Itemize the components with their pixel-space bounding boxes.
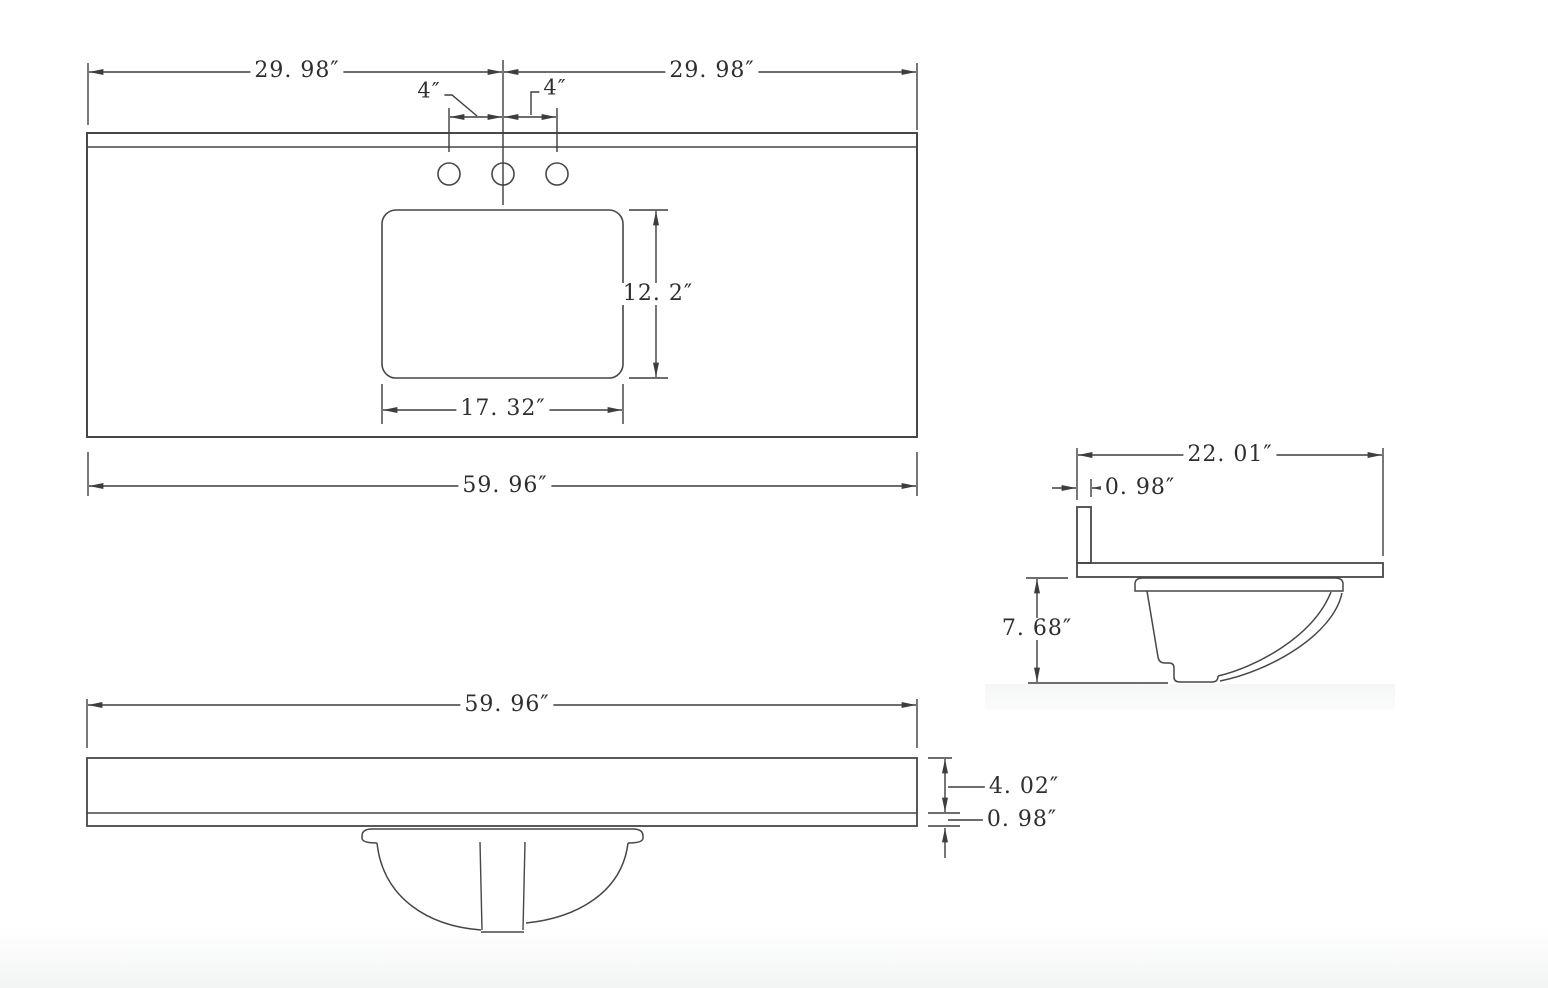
faucet-hole-right xyxy=(545,162,569,186)
dim-label-half-width-left: 29. 98″ xyxy=(250,60,344,82)
front-drain-left xyxy=(479,841,483,931)
front-bowl-right-wall xyxy=(525,842,629,924)
dim-label-front-overall-width: 59. 96″ xyxy=(460,694,554,716)
countertop-outline xyxy=(86,132,918,438)
side-view xyxy=(1026,448,1384,684)
front-slab-outline xyxy=(86,757,918,827)
dim-label-cutout-depth: 12. 2″ xyxy=(618,283,698,305)
dim-label-faucet-offset-right: 4″ xyxy=(539,77,571,99)
side-bowl-outer-curve xyxy=(1219,592,1343,682)
dim-label-top-overall-width: 59. 96″ xyxy=(458,475,552,497)
top-view xyxy=(86,60,918,496)
dim-label-cutout-width: 17. 32″ xyxy=(456,398,550,420)
side-bowl-inner-curve xyxy=(1217,591,1332,677)
side-bowl-left-wall xyxy=(1146,590,1219,683)
dim-label-half-width-right: 29. 98″ xyxy=(665,60,759,82)
dim-label-bowl-depth: 7. 68″ xyxy=(997,618,1077,640)
dim-label-backsplash-thickness: 0. 98″ xyxy=(1100,477,1180,499)
side-slab-outline xyxy=(1076,562,1384,578)
side-backsplash-outline xyxy=(1076,506,1092,564)
side-view-shading xyxy=(985,684,1395,710)
front-bowl-left-wall xyxy=(376,842,482,931)
front-bowl-lip xyxy=(361,828,644,844)
sink-cutout-outline xyxy=(381,209,624,379)
side-bowl-lip xyxy=(1134,577,1344,592)
faucet-hole-left xyxy=(437,162,461,186)
dim-label-deck-thickness: 0. 98″ xyxy=(982,809,1062,831)
dim-label-edge-height: 4. 02″ xyxy=(984,776,1064,798)
dim-label-side-depth: 22. 01″ xyxy=(1183,444,1277,466)
front-view xyxy=(86,699,994,933)
dim-label-faucet-offset-left: 4″ xyxy=(413,80,445,102)
front-drain-right xyxy=(522,841,526,931)
bottom-shading xyxy=(0,928,1548,988)
